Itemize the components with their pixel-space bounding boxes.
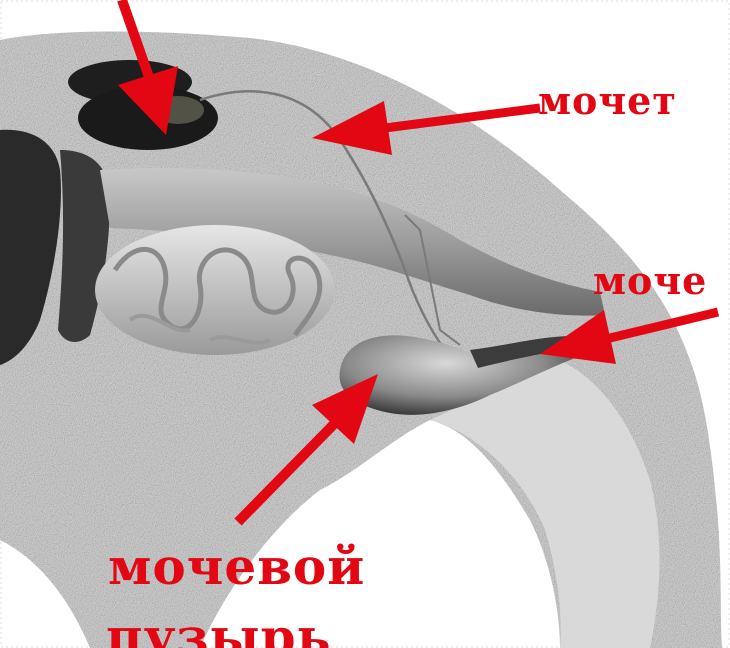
urethra-label: моче	[593, 262, 707, 300]
ureter-label: мочет	[538, 82, 677, 120]
small-intestine	[95, 225, 335, 355]
bladder-label-line1: мочевой	[108, 542, 365, 592]
bladder-label-line2: пузырь	[106, 612, 332, 648]
